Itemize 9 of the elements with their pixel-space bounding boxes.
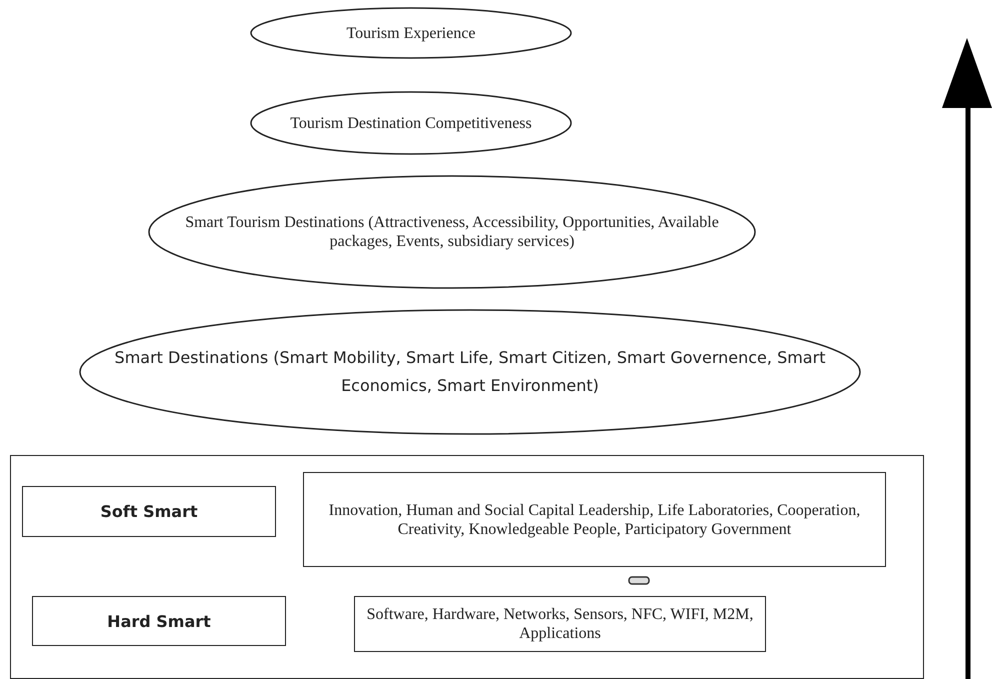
text-box: Hard Smart: [32, 596, 286, 646]
text-box: Soft Smart: [22, 486, 276, 537]
node-text: Tourism Destination Competitiveness: [290, 114, 532, 132]
text-box: Innovation, Human and Social Capital Leadership, Life Laboratories, Cooperation, Creativity, Knowledgeable People, Participatory Government: [303, 472, 886, 567]
node-text: Smart Destinations (Smart Mobility, Smart Life, Smart Citizen, Smart Governence, Smart Economics, Smart Environment): [114, 347, 826, 397]
node-text: Tourism Experience: [346, 24, 476, 42]
node-text: Smart Tourism Destinations (Attractiveness, Accessibility, Opportunities, Available packages, Events, subsidiary services): [184, 213, 720, 251]
text-box: Software, Hardware, Networks, Sensors, NFC, WIFI, M2M, Applications: [354, 596, 766, 652]
container-box: [10, 455, 924, 679]
